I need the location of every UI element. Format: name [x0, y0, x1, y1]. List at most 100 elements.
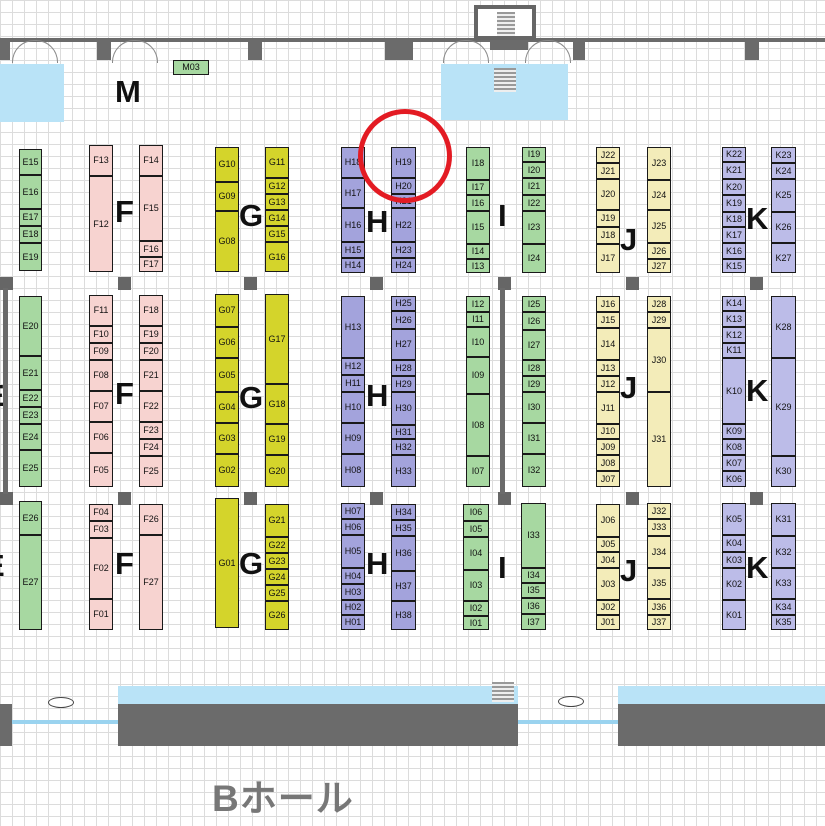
booth-H02[interactable]: H02: [341, 600, 365, 615]
booth-G25[interactable]: G25: [265, 585, 289, 601]
booth-G18[interactable]: G18: [265, 384, 289, 424]
booth-H38[interactable]: H38: [391, 601, 416, 630]
booth-J31[interactable]: J31: [647, 392, 671, 487]
booth-I34[interactable]: I34: [521, 568, 546, 583]
booth-J25[interactable]: J25: [647, 210, 671, 243]
booth-I36[interactable]: I36: [521, 598, 546, 614]
booth-I21[interactable]: I21: [522, 178, 546, 195]
booth-H32[interactable]: H32: [391, 439, 416, 455]
booth-E17[interactable]: E17: [19, 209, 42, 226]
booth-I05[interactable]: I05: [463, 521, 489, 537]
booth-E23[interactable]: E23: [19, 407, 42, 424]
booth-I18[interactable]: I18: [466, 147, 490, 180]
booth-K04[interactable]: K04: [722, 535, 746, 552]
booth-J02[interactable]: J02: [596, 600, 620, 615]
booth-I03[interactable]: I03: [463, 570, 489, 601]
booth-E15[interactable]: E15: [19, 149, 42, 175]
booth-I37[interactable]: I37: [521, 614, 546, 630]
booth-K32[interactable]: K32: [771, 536, 796, 568]
booth-I02[interactable]: I02: [463, 601, 489, 616]
booth-J23[interactable]: J23: [647, 147, 671, 180]
booth-K19[interactable]: K19: [722, 195, 746, 212]
booth-K34[interactable]: K34: [771, 599, 796, 615]
booth-J08[interactable]: J08: [596, 455, 620, 471]
booth-H12[interactable]: H12: [341, 358, 365, 375]
booth-J32[interactable]: J32: [647, 503, 671, 519]
booth-M03[interactable]: M03: [173, 60, 209, 75]
booth-K22[interactable]: K22: [722, 147, 746, 162]
booth-G11[interactable]: G11: [265, 147, 289, 178]
booth-J26[interactable]: J26: [647, 243, 671, 259]
booth-K27[interactable]: K27: [771, 243, 796, 273]
booth-J28[interactable]: J28: [647, 296, 671, 312]
booth-I04[interactable]: I04: [463, 537, 489, 570]
booth-J33[interactable]: J33: [647, 519, 671, 536]
booth-G09[interactable]: G09: [215, 182, 239, 211]
booth-G19[interactable]: G19: [265, 424, 289, 455]
booth-J22[interactable]: J22: [596, 147, 620, 163]
booth-J01[interactable]: J01: [596, 615, 620, 630]
booth-I19[interactable]: I19: [522, 147, 546, 162]
booth-G20[interactable]: G20: [265, 455, 289, 487]
booth-K21[interactable]: K21: [722, 162, 746, 179]
booth-F04[interactable]: F04: [89, 504, 113, 521]
booth-I29[interactable]: I29: [522, 376, 546, 392]
booth-H30[interactable]: H30: [391, 392, 416, 425]
booth-I13[interactable]: I13: [466, 259, 490, 273]
booth-H35[interactable]: H35: [391, 520, 416, 536]
booth-K28[interactable]: K28: [771, 296, 796, 358]
booth-J05[interactable]: J05: [596, 537, 620, 552]
booth-H09[interactable]: H09: [341, 423, 365, 454]
booth-H03[interactable]: H03: [341, 584, 365, 600]
booth-G15[interactable]: G15: [265, 226, 289, 242]
booth-K25[interactable]: K25: [771, 179, 796, 212]
booth-F05[interactable]: F05: [89, 453, 113, 487]
booth-K03[interactable]: K03: [722, 552, 746, 568]
booth-I23[interactable]: I23: [522, 211, 546, 244]
booth-F02[interactable]: F02: [89, 538, 113, 599]
booth-G26[interactable]: G26: [265, 601, 289, 630]
booth-F12[interactable]: F12: [89, 176, 113, 272]
booth-H26[interactable]: H26: [391, 311, 416, 329]
booth-H29[interactable]: H29: [391, 376, 416, 392]
booth-F25[interactable]: F25: [139, 456, 163, 487]
booth-K30[interactable]: K30: [771, 456, 796, 487]
booth-I28[interactable]: I28: [522, 360, 546, 376]
booth-G10[interactable]: G10: [215, 147, 239, 182]
booth-F01[interactable]: F01: [89, 599, 113, 630]
booth-E22[interactable]: E22: [19, 390, 42, 407]
booth-K24[interactable]: K24: [771, 163, 796, 179]
booth-F23[interactable]: F23: [139, 422, 163, 439]
booth-I11[interactable]: I11: [466, 312, 490, 327]
booth-H37[interactable]: H37: [391, 571, 416, 601]
booth-K05[interactable]: K05: [722, 503, 746, 535]
booth-J30[interactable]: J30: [647, 328, 671, 392]
booth-K11[interactable]: K11: [722, 343, 746, 358]
booth-H14[interactable]: H14: [341, 258, 365, 273]
booth-F27[interactable]: F27: [139, 535, 163, 630]
booth-G24[interactable]: G24: [265, 569, 289, 585]
booth-F06[interactable]: F06: [89, 422, 113, 453]
booth-I20[interactable]: I20: [522, 162, 546, 178]
booth-K20[interactable]: K20: [722, 179, 746, 195]
booth-J36[interactable]: J36: [647, 599, 671, 615]
booth-J14[interactable]: J14: [596, 328, 620, 360]
booth-H08[interactable]: H08: [341, 454, 365, 487]
booth-F11[interactable]: F11: [89, 295, 113, 326]
booth-H07[interactable]: H07: [341, 503, 365, 519]
booth-H31[interactable]: H31: [391, 425, 416, 439]
booth-K02[interactable]: K02: [722, 568, 746, 600]
booth-H33[interactable]: H33: [391, 455, 416, 487]
booth-F21[interactable]: F21: [139, 360, 163, 391]
booth-I10[interactable]: I10: [466, 327, 490, 357]
booth-K07[interactable]: K07: [722, 455, 746, 471]
booth-H04[interactable]: H04: [341, 568, 365, 584]
booth-G13[interactable]: G13: [265, 194, 289, 210]
booth-I25[interactable]: I25: [522, 296, 546, 312]
booth-E26[interactable]: E26: [19, 501, 42, 535]
booth-F03[interactable]: F03: [89, 521, 113, 538]
booth-H06[interactable]: H06: [341, 519, 365, 535]
booth-I26[interactable]: I26: [522, 312, 546, 330]
booth-I08[interactable]: I08: [466, 394, 490, 456]
booth-I31[interactable]: I31: [522, 423, 546, 454]
